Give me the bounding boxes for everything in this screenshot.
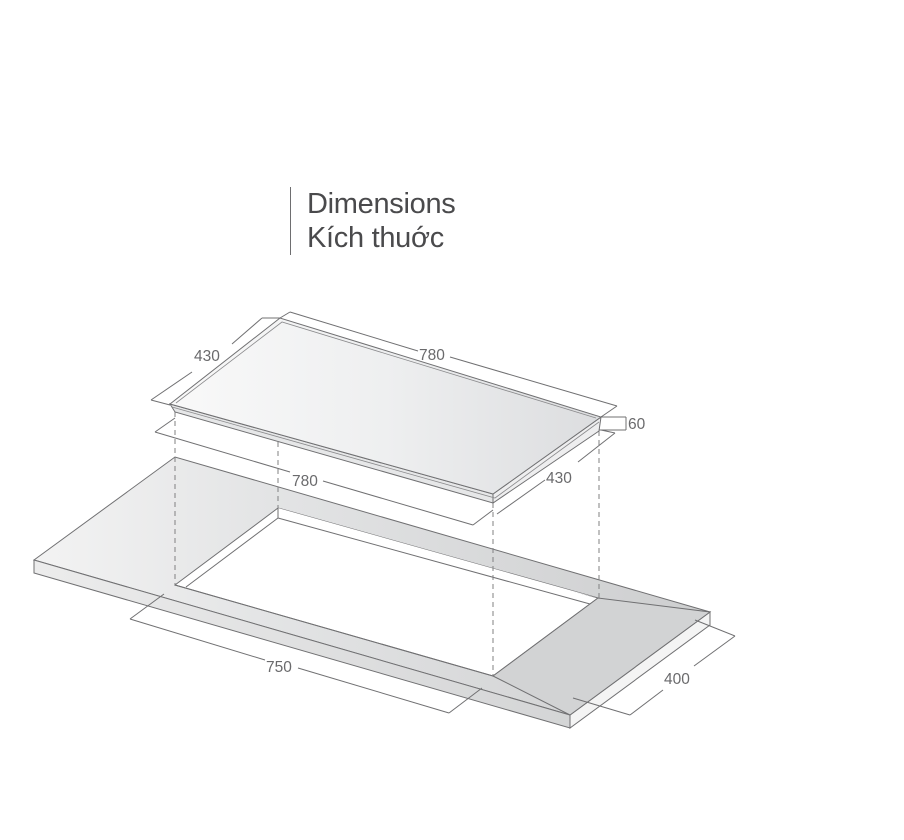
hob — [168, 317, 603, 504]
title-vietnamese: Kích thuớc — [307, 222, 444, 254]
dim-hob-height: 60 — [628, 416, 646, 433]
dim-cutout-depth: 400 — [664, 671, 690, 688]
title-block: Dimensions Kích thuớc — [290, 187, 456, 255]
dim-cutout-width: 750 — [266, 659, 292, 676]
dimension-lines — [129, 311, 736, 716]
dim-hob-width-bottom: 780 — [292, 473, 318, 490]
dim-hob-depth-top: 430 — [194, 348, 220, 365]
countertop — [32, 456, 712, 729]
dim-hob-width-top: 780 — [419, 347, 445, 364]
title-english: Dimensions — [307, 188, 456, 220]
dim-hob-depth-bottom: 430 — [546, 470, 572, 487]
projection-lines — [174, 412, 600, 676]
